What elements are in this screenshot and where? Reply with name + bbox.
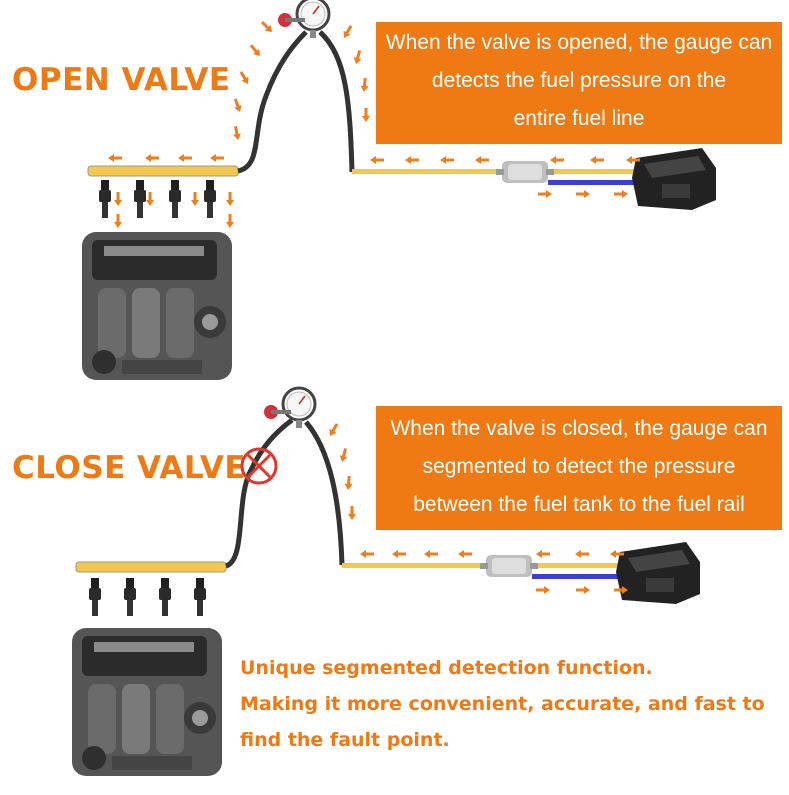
fuel-feed-line bbox=[342, 563, 486, 568]
fuel-tank-icon bbox=[632, 148, 716, 210]
fuel-feed-line-2 bbox=[532, 563, 624, 568]
fuel-feed-line-2 bbox=[548, 169, 640, 174]
flow-arrows-bottom bbox=[327, 422, 628, 594]
flow-arrows-top bbox=[108, 19, 640, 228]
gauge-hose-left bbox=[238, 32, 306, 171]
injector-icon bbox=[89, 578, 206, 616]
gauge-hose-right bbox=[320, 32, 352, 172]
fuel-rail bbox=[88, 166, 238, 176]
fuel-tank-icon bbox=[616, 542, 700, 604]
engine-icon bbox=[72, 628, 222, 776]
gauge-hose-right bbox=[306, 422, 342, 565]
gauge-hose-left bbox=[226, 420, 292, 566]
fuel-return-line bbox=[532, 574, 624, 579]
fuel-pump-icon bbox=[480, 555, 538, 577]
fuel-pump-icon bbox=[496, 161, 554, 183]
fuel-rail bbox=[76, 562, 226, 572]
fuel-feed-line bbox=[352, 169, 502, 174]
open-valve-diagram bbox=[82, 0, 716, 380]
engine-icon bbox=[82, 232, 232, 380]
close-valve-diagram bbox=[72, 388, 700, 776]
fuel-return-line bbox=[548, 180, 640, 185]
